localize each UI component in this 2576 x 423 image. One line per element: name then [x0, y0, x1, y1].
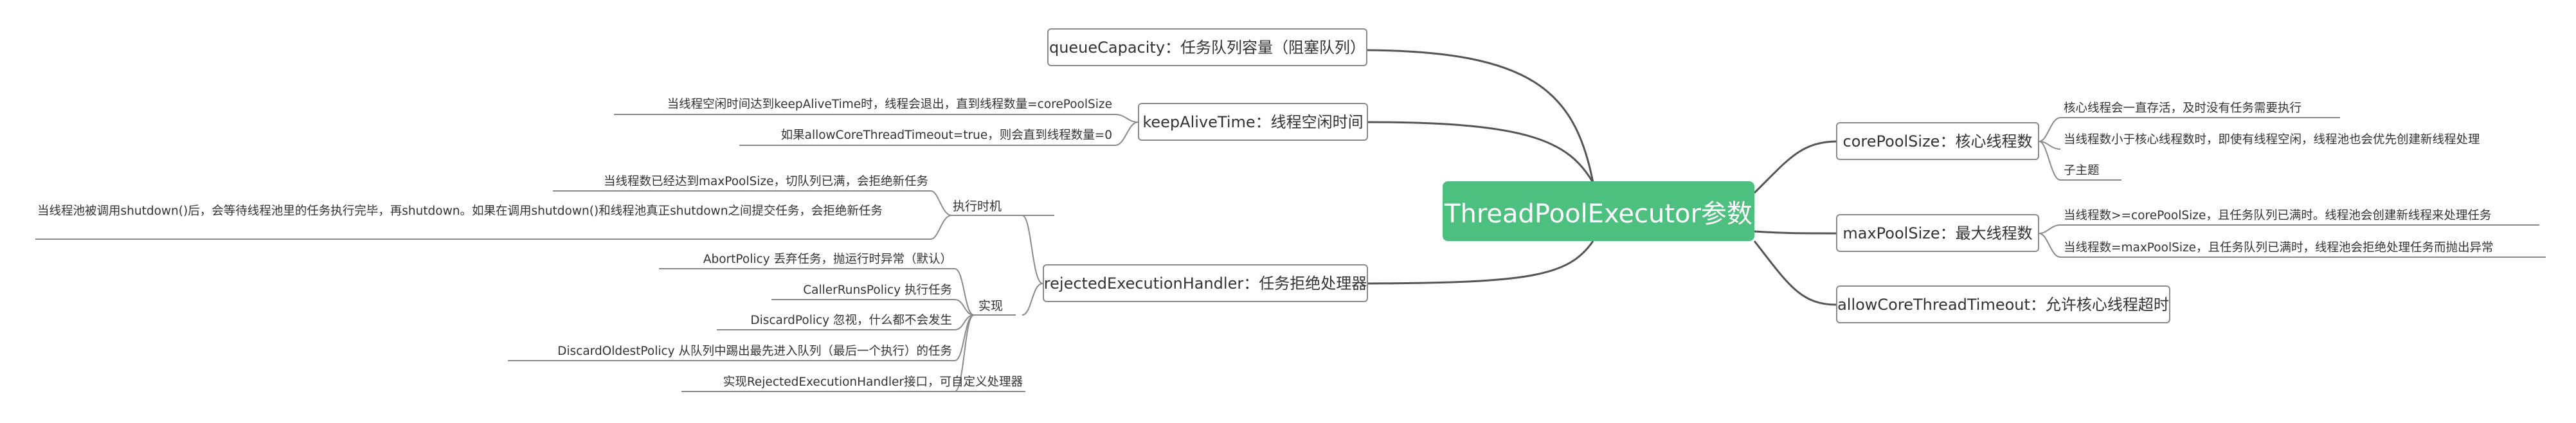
max-child-1: 当线程数>=corePoolSize，且任务队列已满时。线程池会创建新线程来处理…: [2064, 209, 2492, 222]
impl-child-1: AbortPolicy 丢弃任务，抛运行时异常（默认）: [703, 253, 952, 266]
group-label-impl: 实现: [978, 299, 1004, 313]
node-rejected-execution-handler[interactable]: rejectedExecutionHandler：任务拒绝处理器: [1043, 264, 1368, 302]
connector-timing-child-1: [930, 190, 952, 216]
node-max-pool-size[interactable]: maxPoolSize：最大线程数: [1836, 214, 2039, 252]
core-child-3: 子主题: [2064, 164, 2100, 177]
connector-group-timing: [1022, 215, 1043, 284]
connector-core-child-1: [2039, 117, 2061, 142]
connector-group-impl: [1022, 283, 1043, 316]
impl-child-2: CallerRunsPolicy 执行任务: [803, 284, 952, 297]
max-child-2: 当线程数=maxPoolSize，且任务队列已满时，线程池会拒绝处理任务而抛出异…: [2064, 241, 2494, 255]
timing-child-1: 当线程数已经达到maxPoolSize，切队列已满，会拒绝新任务: [603, 175, 928, 188]
connector-impl-child-1: [954, 268, 975, 316]
root-node[interactable]: ThreadPoolExecutor参数: [1443, 181, 1754, 241]
timing-child-2: 当线程池被调用shutdown()后，会等待线程池里的任务执行完毕，再shutd…: [37, 204, 883, 218]
connector-timing-child-2: [930, 215, 952, 240]
connector-allow-core-timeout: [1753, 240, 1837, 306]
node-queue-capacity[interactable]: queueCapacity：任务队列容量（阻塞队列）: [1047, 28, 1367, 66]
impl-child-4: DiscardOldestPolicy 从队列中踢出最先进入队列（最后一个执行）…: [557, 345, 952, 358]
impl-child-5: 实现RejectedExecutionHandler接口，可自定义处理器: [723, 375, 1023, 389]
node-keep-alive-time[interactable]: keepAliveTime：线程空闲时间: [1138, 103, 1368, 141]
core-child-2: 当线程数小于核心线程数时，即使有线程空闲，线程池也会优先创建新线程处理: [2064, 133, 2480, 147]
connector-impl-child-5: [954, 314, 975, 392]
connector-core-pool-size: [1753, 140, 1837, 194]
keep-alive-child-2: 如果allowCoreThreadTimeout=true，则会直到线程数量=0: [780, 129, 1112, 142]
node-allow-core-thread-timeout[interactable]: allowCoreThreadTimeout：允许核心线程超时: [1836, 285, 2170, 323]
keep-alive-child-1: 当线程空闲时间达到keepAliveTime时，线程会退出，直到线程数量=cor…: [667, 98, 1112, 111]
connector-keep-alive-child-1: [1115, 114, 1139, 123]
connector-keep-alive-child-2: [1115, 122, 1139, 146]
connector-max-child-2: [2039, 233, 2061, 258]
impl-child-3: DiscardPolicy 忽视，什么都不会发生: [750, 314, 952, 327]
connector-impl-child-2: [954, 299, 975, 316]
connector-rejected-handler: [1367, 240, 1594, 285]
connector-max-child-1: [2039, 224, 2061, 234]
connector-keep-alive: [1367, 121, 1594, 183]
node-core-pool-size[interactable]: corePoolSize：核心线程数: [1836, 122, 2039, 160]
connector-queue-capacity: [1367, 49, 1594, 183]
connector-max-pool-size: [1754, 230, 1837, 235]
connector-core-child-3: [2039, 141, 2061, 181]
group-label-timing: 执行时机: [953, 199, 1002, 213]
core-child-1: 核心线程会一直存活，及时没有任务需要执行: [2064, 102, 2302, 115]
